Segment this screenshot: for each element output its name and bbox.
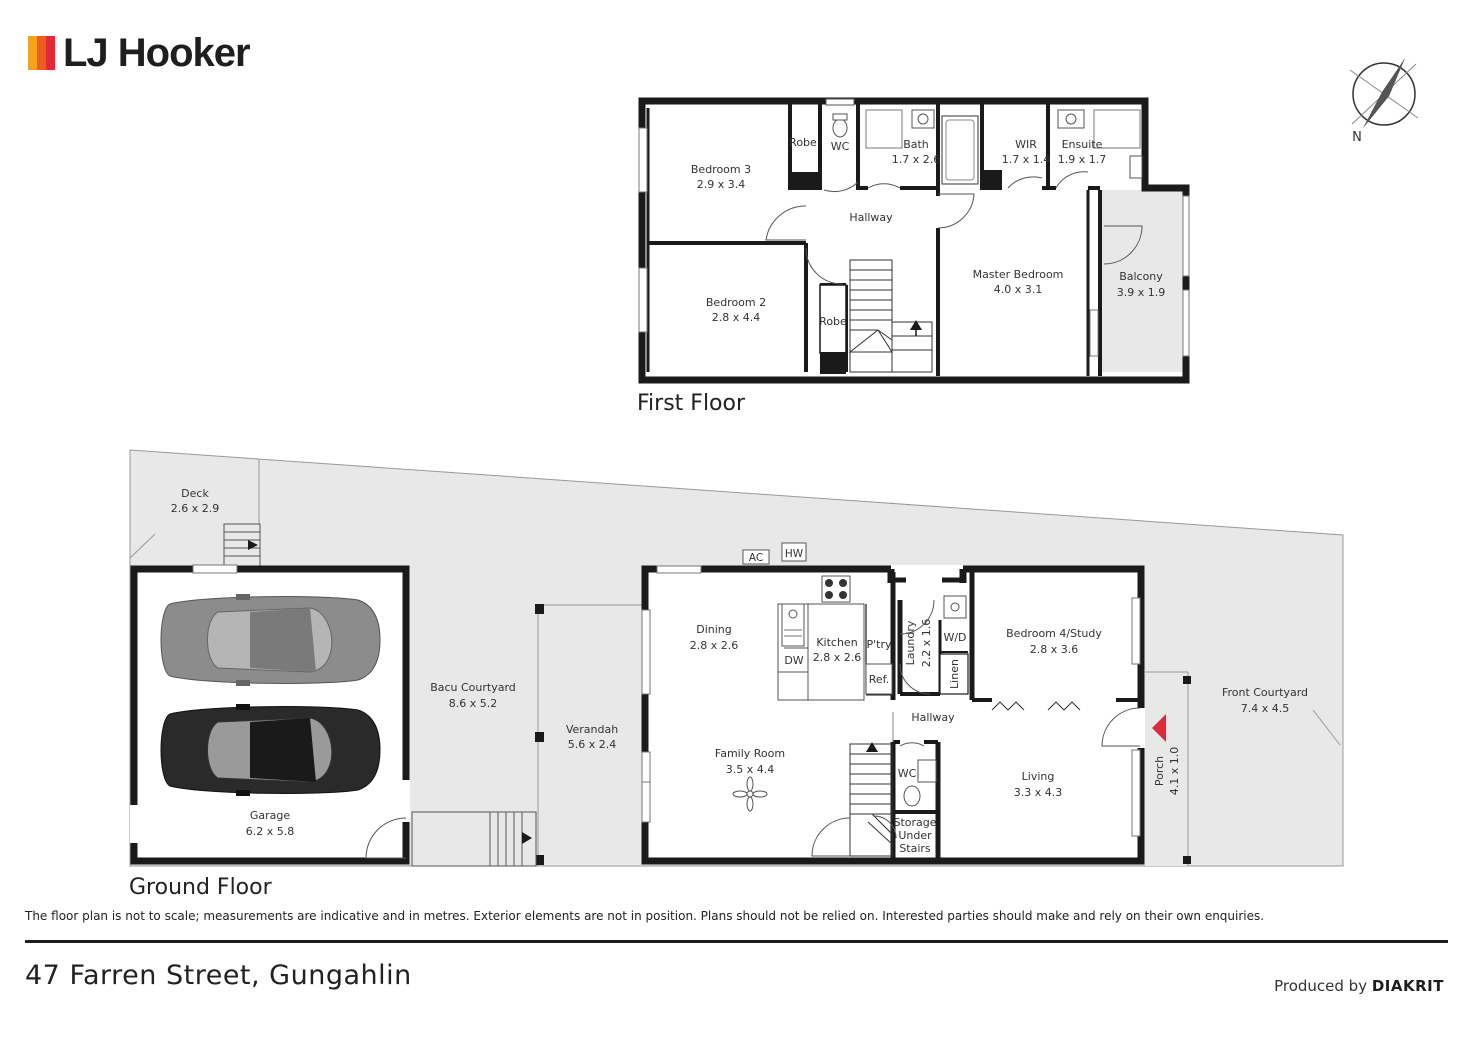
disclaimer-text: The floor plan is not to scale; measurem…	[25, 909, 1265, 923]
producer-brand: DIAKRIT	[1371, 977, 1444, 995]
hot-water-unit	[781, 542, 807, 562]
room-name: Deck	[181, 487, 209, 500]
ac-label: AC	[749, 552, 763, 564]
stairs-first-floor	[848, 259, 933, 373]
room-name: Linen	[948, 659, 961, 689]
room-name: Front Courtyard	[1222, 686, 1308, 699]
room-name: Bacu Courtyard	[430, 681, 516, 694]
brand-logo: LJ Hooker	[28, 30, 251, 76]
ground-floor: Deck 2.6 x 2.9 Garage 6.2 x 5.8 Bacu Cou…	[129, 449, 1344, 900]
room-size: 4.0 x 3.1	[994, 283, 1043, 296]
room-size: 8.6 x 5.2	[449, 697, 498, 710]
room-name: Hallway	[911, 711, 955, 724]
property-address: 47 Farren Street, Gungahlin	[25, 960, 412, 991]
room-name: Balcony	[1119, 270, 1163, 283]
room-name: Family Room	[715, 747, 785, 760]
room-size: 6.2 x 5.8	[246, 825, 295, 838]
room-size: 2.6 x 2.9	[171, 502, 220, 515]
room-size: 2.2 x 1.6	[920, 619, 933, 668]
compass-label: N	[1352, 130, 1362, 145]
room-name: Storage	[893, 816, 936, 829]
footer-divider	[25, 940, 1448, 943]
appliance-label: DW	[784, 654, 803, 667]
appliance-label: W/D	[943, 631, 966, 644]
entry-arrow-icon	[1152, 714, 1166, 742]
room-size: 2.8 x 3.6	[1030, 643, 1079, 656]
brand-name: LJ Hooker	[63, 31, 251, 75]
room-size: 3.3 x 4.3	[1014, 786, 1063, 799]
brand-bar	[28, 36, 37, 70]
room-name: Robe	[819, 315, 847, 328]
brand-bar	[37, 36, 46, 70]
room-size: 5.6 x 2.4	[568, 738, 617, 751]
room-name: Hallway	[849, 211, 893, 224]
first-floor-outer-wall	[638, 97, 1190, 384]
room-name: Robe	[789, 136, 817, 149]
room-size: 2.8 x 2.6	[690, 639, 739, 652]
car-grey-icon	[160, 594, 381, 686]
room-name: Living	[1022, 770, 1055, 783]
room-size: 2.8 x 4.4	[712, 311, 761, 324]
ac-unit	[742, 549, 770, 565]
first-floor: Bedroom 3 2.9 x 3.4 Robe WC Bath 1.7 x 2…	[637, 97, 1190, 416]
room-size: 2.8 x 2.6	[813, 651, 862, 664]
ceiling-fan-icon	[732, 776, 768, 812]
compass-icon: N	[1349, 58, 1419, 145]
car-black-icon	[160, 704, 381, 796]
room-name: WC	[831, 140, 850, 153]
stairs-ground-floor	[849, 743, 893, 857]
room-name: Bedroom 4/Study	[1006, 627, 1102, 640]
brand-bars-icon	[28, 36, 55, 70]
room-name: Bedroom 2	[706, 296, 766, 309]
room-name: Bedroom 3	[691, 163, 751, 176]
floor-title: Ground Floor	[129, 875, 273, 900]
room-name: Under	[898, 829, 932, 842]
room-name: Bath	[903, 138, 929, 151]
room-name: Garage	[250, 809, 291, 822]
room-size: 3.5 x 4.4	[726, 763, 775, 776]
room-name: Kitchen	[816, 636, 857, 649]
producer-prefix: Produced by	[1274, 977, 1368, 995]
floor-title: First Floor	[637, 391, 746, 416]
room-name: Laundry	[904, 620, 917, 665]
room-name: Dining	[696, 623, 732, 636]
room-name: Porch	[1153, 756, 1166, 786]
appliance-label: Ref.	[869, 673, 890, 686]
room-name: WC	[898, 767, 917, 780]
room-name: P'try	[866, 638, 891, 651]
room-size: 4.1 x 1.0	[1168, 747, 1181, 796]
room-name: Stairs	[899, 842, 931, 855]
room-size: 1.7 x 2.6	[892, 153, 941, 166]
balcony-area	[1100, 190, 1185, 372]
room-size: 2.9 x 3.4	[697, 178, 746, 191]
room-size: 1.7 x 1.4	[1002, 153, 1051, 166]
hw-label: HW	[785, 548, 804, 560]
room-size: 3.9 x 1.9	[1117, 286, 1166, 299]
producer-credit: Produced by DIAKRIT	[1274, 977, 1444, 995]
room-name: Ensuite	[1062, 138, 1103, 151]
room-size: 7.4 x 4.5	[1241, 702, 1290, 715]
room-size: 1.9 x 1.7	[1058, 153, 1107, 166]
room-name: Master Bedroom	[973, 268, 1064, 281]
room-name: Verandah	[566, 723, 618, 736]
room-name: WIR	[1015, 138, 1037, 151]
brand-bar	[46, 36, 55, 70]
